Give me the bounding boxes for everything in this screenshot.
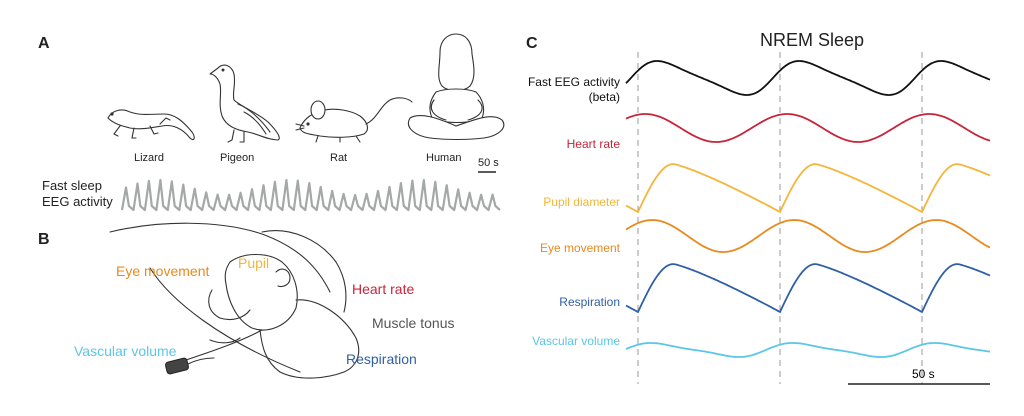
panel-c-letter: C <box>526 35 538 52</box>
panel-c-title: NREM Sleep <box>760 30 864 50</box>
series-label-3: Eye movement <box>540 241 621 255</box>
rat-drawing <box>295 97 413 143</box>
series-label-1: Heart rate <box>567 137 621 151</box>
trace-5 <box>625 342 991 358</box>
human-drawing <box>408 33 505 141</box>
label-lizard: Lizard <box>134 152 164 164</box>
trace-4 <box>625 263 991 314</box>
trace-2 <box>625 163 991 214</box>
label-eye-movement: Eye movement <box>116 263 209 279</box>
panel-a-scale-label: 50 s <box>478 157 499 169</box>
sleeping-person-drawing <box>109 222 360 379</box>
label-heart-rate: Heart rate <box>352 281 414 297</box>
label-respiration: Respiration <box>346 351 417 367</box>
series-label-2: Pupil diameter <box>543 195 620 209</box>
series-label-5: Vascular volume <box>532 334 620 348</box>
label-pupil: Pupil <box>238 255 269 271</box>
eeg-label-line2: EEG activity <box>42 194 113 209</box>
trace-1 <box>625 113 991 143</box>
trace-3 <box>625 219 991 253</box>
eeg-label-line1: Fast sleep <box>42 178 102 193</box>
animal-labels: Lizard Pigeon Rat Human <box>134 152 461 164</box>
label-vascular-volume: Vascular volume <box>74 343 177 359</box>
panel-b-letter: B <box>38 231 50 248</box>
label-human: Human <box>426 152 461 164</box>
panel-c-scale-label: 50 s <box>912 367 935 381</box>
panel-a-letter: A <box>38 35 50 52</box>
label-muscle-tonus: Muscle tonus <box>372 315 454 331</box>
label-rat: Rat <box>330 152 347 164</box>
label-pigeon: Pigeon <box>220 152 254 164</box>
trace-0 <box>625 60 991 96</box>
eeg-activity-trace <box>120 178 501 212</box>
series-traces <box>625 60 991 358</box>
series-label-0-0: Fast EEG activity <box>528 75 620 89</box>
lizard-drawing <box>107 109 195 141</box>
pigeon-drawing <box>209 64 280 143</box>
series-label-0-1: (beta) <box>589 90 620 104</box>
series-label-4: Respiration <box>559 295 620 309</box>
